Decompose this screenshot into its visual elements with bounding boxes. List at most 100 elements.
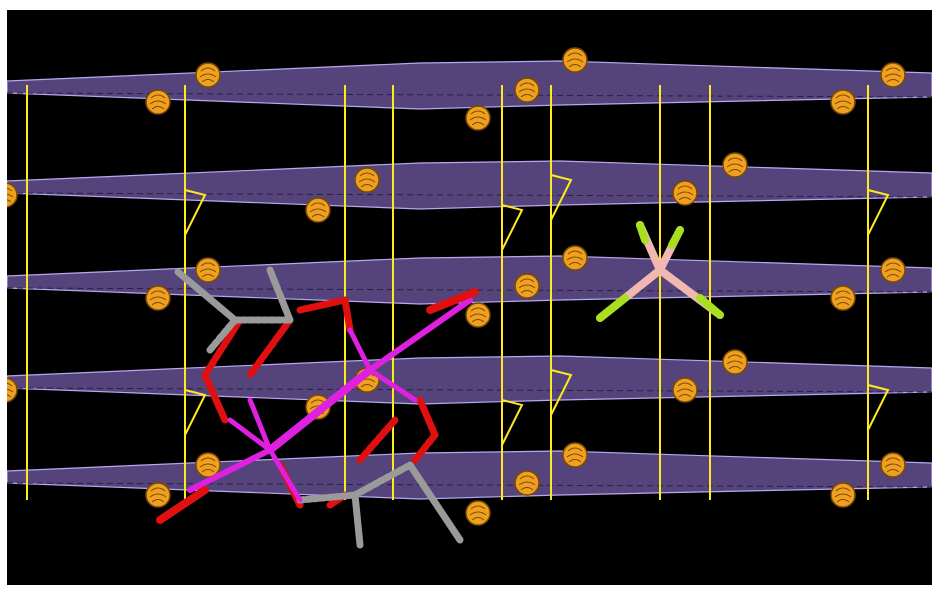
sphere-hatch xyxy=(834,290,852,306)
sphere-atom xyxy=(722,349,748,375)
sphere-hatch xyxy=(566,250,584,266)
oxygen-bond xyxy=(156,486,209,524)
sphere-atom xyxy=(672,180,698,206)
sphere-hatch xyxy=(149,290,167,306)
sphere-atom xyxy=(722,152,748,178)
metal-bond xyxy=(347,327,373,373)
carboxylate-bond xyxy=(246,316,294,379)
fluorine-tip xyxy=(596,294,629,322)
sphere-hatch xyxy=(469,307,487,323)
frame-top xyxy=(0,0,932,10)
lattice-plane xyxy=(6,255,932,305)
sphere-hatch xyxy=(566,447,584,463)
metal-bond xyxy=(367,297,473,373)
sphere-atom xyxy=(145,89,171,115)
sphere-hatch xyxy=(199,67,217,83)
sphere-hatch xyxy=(884,262,902,278)
carbon-bond xyxy=(174,268,239,324)
metal-bond xyxy=(267,447,303,503)
oxygen-bond xyxy=(296,296,349,314)
sphere-hatch xyxy=(884,457,902,473)
sphere-hatch xyxy=(884,67,902,83)
chain-kink xyxy=(501,204,524,251)
carbon-bond xyxy=(351,491,364,549)
sphere-atom xyxy=(514,273,540,299)
sphere-atom xyxy=(562,245,588,271)
sphere-hatch xyxy=(199,262,217,278)
sphere-hatch xyxy=(518,278,536,294)
sphere-hatch xyxy=(149,487,167,503)
plane-dashed-edge xyxy=(6,387,932,393)
sphere-atom xyxy=(195,257,221,283)
sphere-hatch xyxy=(726,354,744,370)
lattice-plane xyxy=(6,160,932,210)
metal-bond xyxy=(227,417,273,453)
carbon-bond xyxy=(206,316,239,354)
carbon-bond xyxy=(296,491,359,504)
sphere-hatch xyxy=(566,52,584,68)
fluorine-tip xyxy=(668,226,684,249)
sphere-atom xyxy=(880,62,906,88)
chain-kink xyxy=(184,389,207,436)
sphere-atom xyxy=(195,62,221,88)
sphere-atom xyxy=(514,77,540,103)
metal-metal-bond xyxy=(266,366,374,454)
oxygen-bond xyxy=(341,296,354,334)
sphere-hatch xyxy=(309,202,327,218)
sphere-hatch xyxy=(676,185,694,201)
frame-left xyxy=(0,0,7,595)
chain-kink xyxy=(867,384,890,431)
tetrafluoroborate-anion xyxy=(596,221,724,322)
oxygen-bond xyxy=(426,288,479,314)
sphere-atom xyxy=(880,257,906,283)
sphere-hatch xyxy=(834,94,852,110)
sphere-atom xyxy=(514,470,540,496)
sphere-atom xyxy=(145,482,171,508)
sphere-hatch xyxy=(726,157,744,173)
carbon-bond xyxy=(266,266,294,324)
carboxylate-bond xyxy=(411,431,439,464)
vertical-chains xyxy=(26,85,890,500)
metal-bond xyxy=(247,397,273,453)
sphere-atom xyxy=(305,197,331,223)
sphere-hatch xyxy=(518,82,536,98)
sphere-hatch xyxy=(469,110,487,126)
sphere-hatch xyxy=(518,475,536,491)
chain-kink xyxy=(550,174,573,221)
chain-kink xyxy=(184,189,207,236)
metal-bond xyxy=(187,447,273,493)
chain-kink xyxy=(550,369,573,416)
sphere-atom xyxy=(562,442,588,468)
sphere-atom xyxy=(465,105,491,131)
frame-bottom xyxy=(0,585,932,595)
carboxylate-bond xyxy=(201,316,244,379)
lattice-plane xyxy=(6,355,932,405)
sphere-atom xyxy=(830,89,856,115)
fluorine-tip xyxy=(636,221,649,244)
oxygen-bond xyxy=(201,371,229,424)
chain-kink xyxy=(867,189,890,236)
fluorine-tip xyxy=(696,294,724,319)
plane-dashed-edge xyxy=(6,192,932,198)
carbon-bond xyxy=(351,461,414,499)
sphere-hatch xyxy=(199,457,217,473)
oxygen-bond xyxy=(416,396,439,439)
sphere-hatch xyxy=(676,382,694,398)
sphere-atom xyxy=(145,285,171,311)
metal-carboxylate-cluster xyxy=(156,266,479,549)
sphere-atom xyxy=(830,482,856,508)
metal-bond xyxy=(367,367,418,403)
carboxylate-bond xyxy=(356,416,399,464)
sphere-atom xyxy=(465,500,491,526)
sphere-atom xyxy=(880,452,906,478)
sphere-atom xyxy=(354,167,380,193)
lattice-plane xyxy=(6,60,932,110)
carbon-bond xyxy=(406,461,464,544)
sphere-hatch xyxy=(358,172,376,188)
sphere-atom xyxy=(562,47,588,73)
sphere-atom xyxy=(672,377,698,403)
sphere-hatch xyxy=(149,94,167,110)
sphere-atom xyxy=(195,452,221,478)
